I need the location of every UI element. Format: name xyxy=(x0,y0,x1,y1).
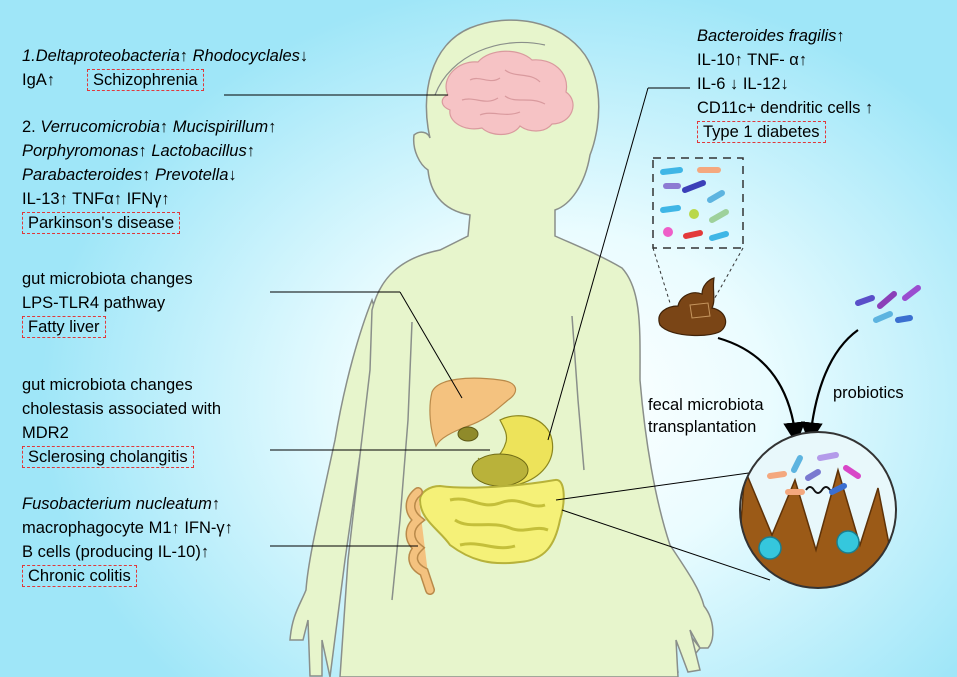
mechanism-text: gut microbiota changes xyxy=(22,270,193,288)
taxon-text: Prevotella xyxy=(155,166,229,184)
marker-text: macrophagocyte M1↑ IFN-γ↑ xyxy=(22,519,233,537)
liver-icon xyxy=(429,377,517,448)
taxon-text: Verrucomicrobia xyxy=(40,118,160,136)
mechanism-text: MDR2 xyxy=(22,424,69,442)
arrow-text: ↑ xyxy=(159,118,173,136)
schizophrenia-block: 1.Deltaproteobacteria↑ Rhodocyclales↓ Ig… xyxy=(22,44,308,92)
arrow-text: ↑ xyxy=(142,166,156,184)
disease-label-fatty-liver: Fatty liver xyxy=(22,316,106,338)
arrow-text: ↑ xyxy=(836,27,845,45)
disease-label-schizophrenia: Schizophrenia xyxy=(87,69,204,91)
taxon-text: Porphyromonas xyxy=(22,142,139,160)
taxon-text: Fusobacterium nucleatum xyxy=(22,495,212,513)
bacteria-icon xyxy=(660,167,729,241)
disease-label-chronic-colitis: Chronic colitis xyxy=(22,565,137,587)
marker-text: IL-6 ↓ IL-12↓ xyxy=(697,75,789,93)
taxon-text: Rhodocyclales xyxy=(192,47,300,65)
marker-text: B cells (producing IL-10)↑ xyxy=(22,543,210,561)
disease-label-sclerosing-cholangitis: Sclerosing cholangitis xyxy=(22,446,194,468)
arrow-text: ↑ xyxy=(179,47,193,65)
disease-label-type1-diabetes: Type 1 diabetes xyxy=(697,121,826,143)
colitis-block: Fusobacterium nucleatum↑ macrophagocyte … xyxy=(22,492,233,588)
arrow-text: ↑ xyxy=(211,495,221,513)
marker-text: CD11c+ dendritic cells ↑ xyxy=(697,99,874,117)
bacteria-inset xyxy=(652,157,744,249)
mechanism-text: gut microbiota changes xyxy=(22,376,193,394)
disease-label-parkinsons: Parkinson's disease xyxy=(22,212,181,234)
intestine-icon xyxy=(418,478,565,565)
arrow-text: ↑ xyxy=(138,142,152,160)
stool-icon xyxy=(658,277,727,337)
taxon-text: 1.Deltaproteobacteria xyxy=(22,47,180,65)
cholangitis-block: gut microbiota changes cholestasis assoc… xyxy=(22,373,221,469)
mechanism-text: cholestasis associated with xyxy=(22,400,222,418)
fatty-liver-block: gut microbiota changes LPS-TLR4 pathway … xyxy=(22,267,193,339)
taxon-text: Parabacteroides xyxy=(22,166,143,184)
arrow-text: ↑ xyxy=(246,142,255,160)
gut-villi-icon xyxy=(739,431,897,589)
mechanism-text: LPS-TLR4 pathway xyxy=(22,294,166,312)
brain-icon xyxy=(441,50,574,136)
arrow-text: ↓ xyxy=(228,166,237,184)
marker-text: IgA↑ xyxy=(22,71,56,89)
taxon-text: Bacteroides fragilis xyxy=(697,27,837,45)
marker-text: IL-10↑ TNF- α↑ xyxy=(697,51,808,69)
arrow-text: ↓ xyxy=(299,47,309,65)
type1-diabetes-block: Bacteroides fragilis↑ IL-10↑ TNF- α↑ IL-… xyxy=(697,24,873,144)
arrow-text: ↑ xyxy=(268,118,277,136)
parkinsons-block: 2. Verrucomicrobia↑ Mucispirillum↑ Porph… xyxy=(22,115,276,235)
marker-text: IL-13↑ TNFα↑ IFNγ↑ xyxy=(22,190,170,208)
probiotics-label: probiotics xyxy=(833,384,904,402)
fmt-label: fecal microbiota transplantation xyxy=(648,396,764,436)
index-text: 2. xyxy=(22,118,41,136)
taxon-text: Mucispirillum xyxy=(172,118,269,136)
taxon-text: Lactobacillus xyxy=(151,142,247,160)
